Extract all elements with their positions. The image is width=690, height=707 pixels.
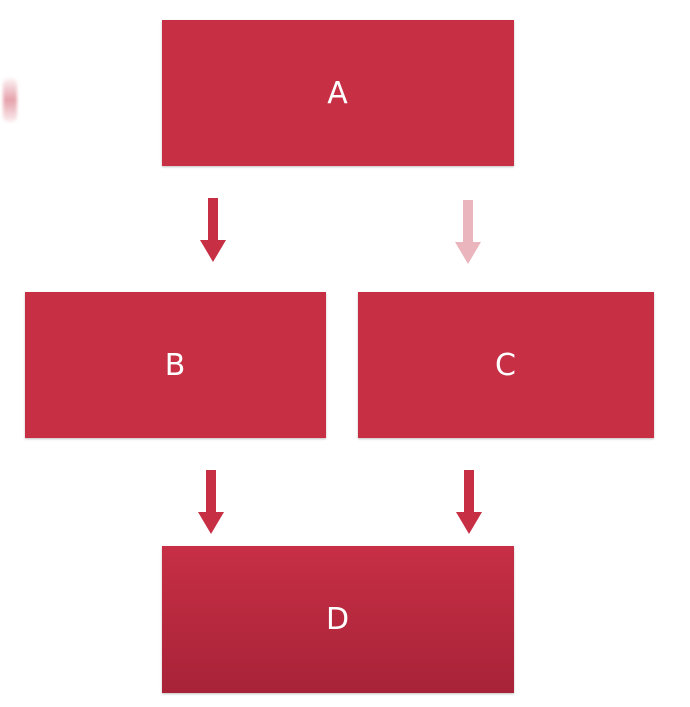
arrow-c-to-d bbox=[456, 470, 482, 534]
node-d-label: D bbox=[325, 602, 351, 637]
node-b-label: B bbox=[164, 347, 187, 383]
node-c: C bbox=[358, 292, 654, 438]
node-c-label: C bbox=[495, 347, 517, 383]
node-d: D bbox=[162, 546, 514, 693]
arrow-a-to-b bbox=[200, 198, 226, 262]
node-b: B bbox=[25, 292, 326, 438]
node-a-label: A bbox=[327, 75, 349, 111]
node-a: A bbox=[162, 20, 514, 166]
arrow-b-to-d bbox=[198, 470, 224, 534]
arrow-a-to-c bbox=[455, 200, 481, 264]
decorative-smudge bbox=[3, 78, 17, 122]
